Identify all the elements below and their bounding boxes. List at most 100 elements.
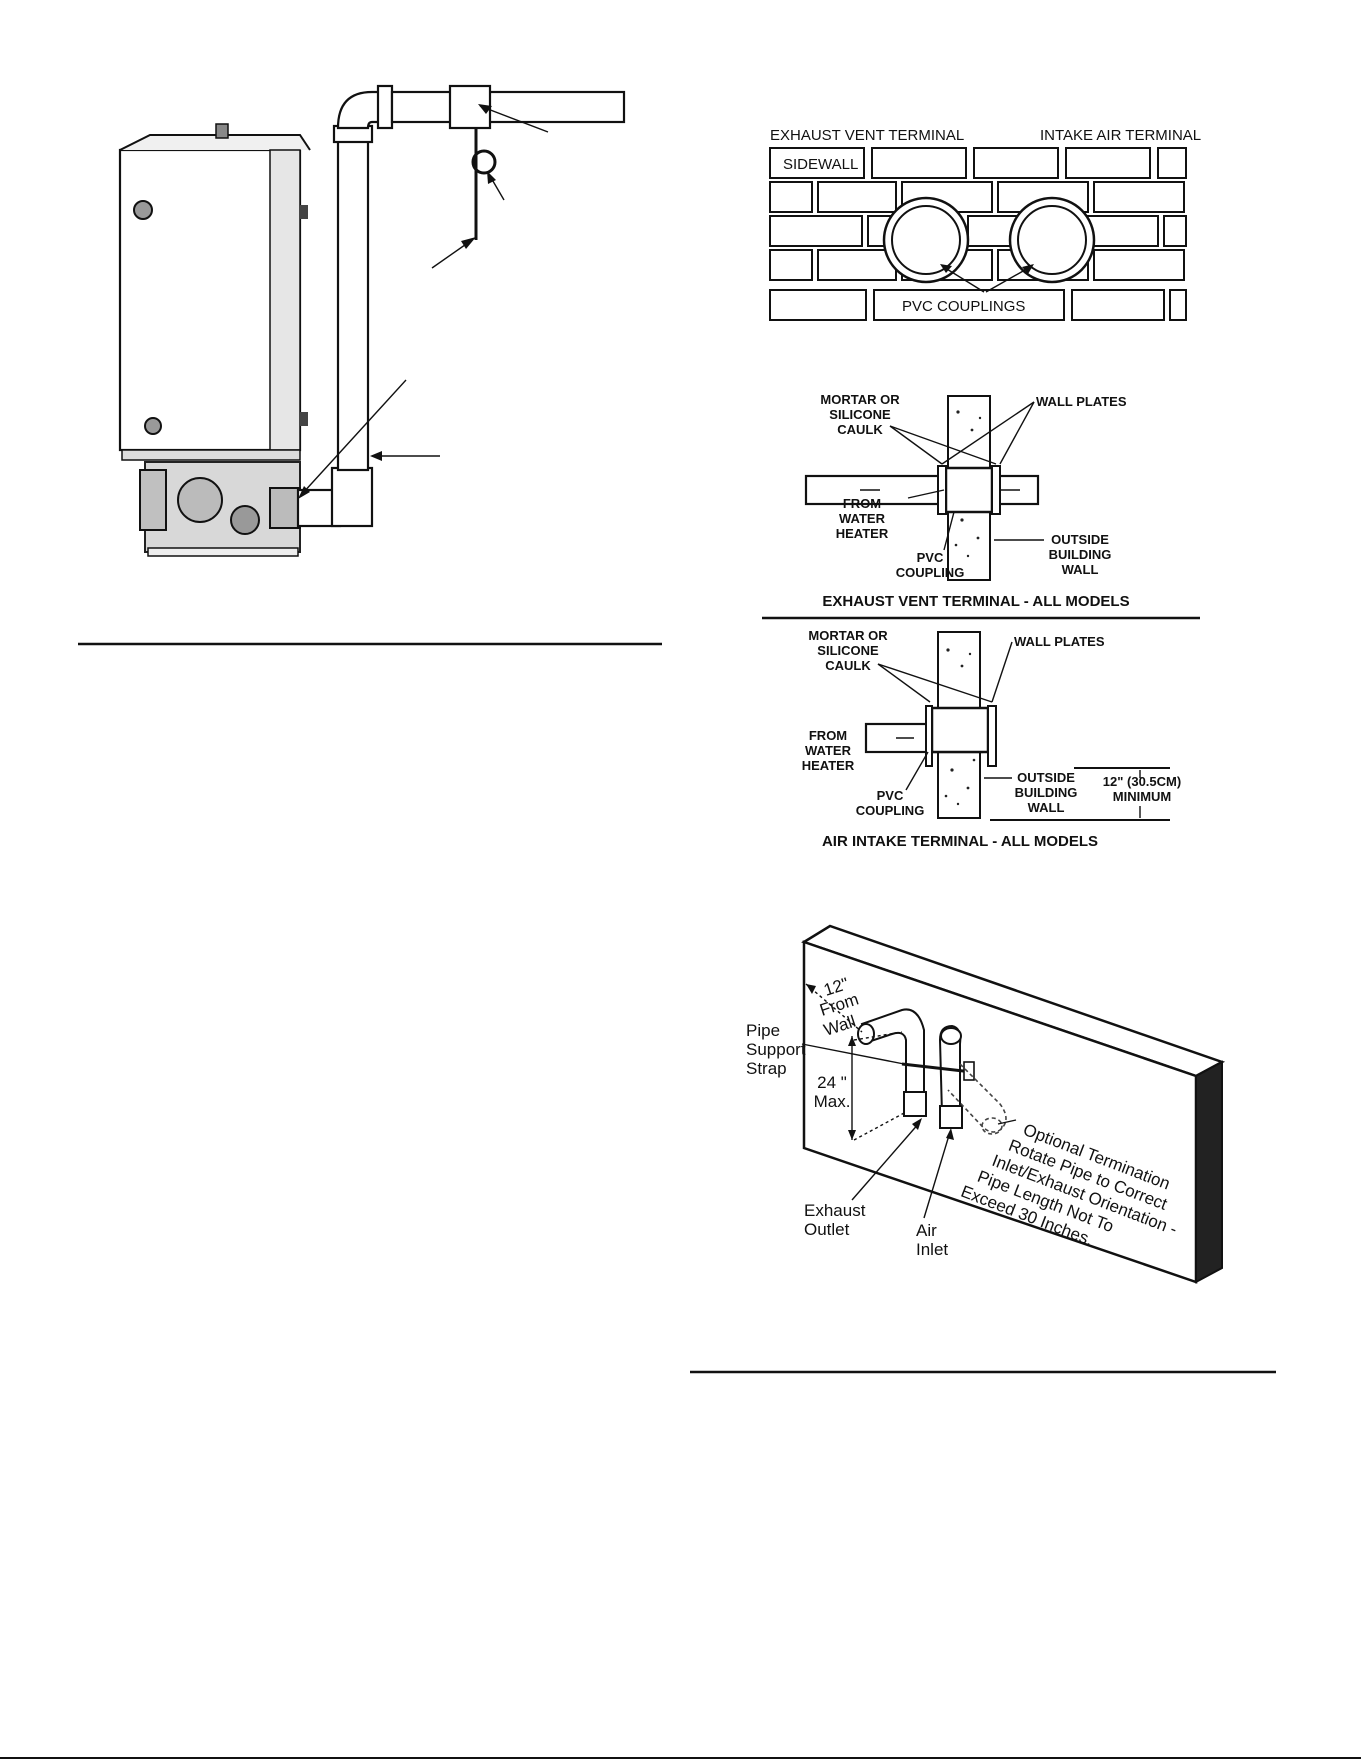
blower-housing <box>177 477 223 523</box>
tank-right-fitting-top <box>300 205 308 219</box>
intake-mortar-label-1: MORTAR OR <box>808 628 888 643</box>
exhaust-from-heater-3: HEATER <box>836 526 889 541</box>
exhaust-plates-callout-b <box>941 401 1035 465</box>
callout-arrow-tube <box>461 237 476 249</box>
exhaust-wall-plates-label: WALL PLATES <box>1036 394 1127 409</box>
exhaust-outside-label-1: OUTSIDE <box>1051 532 1109 547</box>
lower-elbow-body <box>330 466 374 528</box>
from-wall-dimension <box>805 983 863 1033</box>
optional-termination-outline <box>947 1063 1007 1133</box>
max-dimension-top-guide <box>853 1031 903 1041</box>
optional-termination-end <box>981 1117 1003 1135</box>
brick <box>973 147 1059 179</box>
strap-label-3: Strap <box>746 1059 787 1078</box>
brick <box>1157 147 1187 179</box>
callout-arrow-tee <box>478 104 492 114</box>
exhaust-pvc-coupling <box>944 466 994 514</box>
max-label-1: 24 " <box>817 1073 847 1092</box>
exhaust-outside-label-3: WALL <box>1062 562 1099 577</box>
couplings-callout-left <box>941 265 985 293</box>
exhaust-pipe-end <box>857 1023 875 1045</box>
exhaust-mortar-label-2: SILICONE <box>829 407 891 422</box>
tank-upper-fitting <box>133 200 153 220</box>
exhaust-from-heater-1: FROM <box>843 496 881 511</box>
gas-valve <box>230 505 260 535</box>
intake-wall-plates-label: WALL PLATES <box>1014 634 1105 649</box>
intake-outside-label-3: WALL <box>1028 800 1065 815</box>
intake-coupling-inner <box>1017 205 1087 275</box>
air-inlet-wall-flange <box>939 1105 963 1129</box>
from-wall-arrow <box>806 984 816 994</box>
outlet-coupling <box>269 487 301 529</box>
air-inlet-label-2: Inlet <box>916 1240 948 1259</box>
tank-top-fitting <box>215 123 229 139</box>
exhaust-wall-flange <box>903 1091 927 1117</box>
exhaust-mortar-label-1: MORTAR OR <box>820 392 900 407</box>
intake-from-heater-2: WATER <box>805 743 852 758</box>
callout-line-coupling <box>301 379 407 495</box>
exhaust-from-heater-2: WATER <box>839 511 886 526</box>
tank-right-fitting-bottom <box>300 412 308 426</box>
exhaust-mortar-callout-a <box>889 425 943 465</box>
exhaust-outlet-label-2: Outlet <box>804 1220 850 1239</box>
wall-termination-figure: 12" From Wall Pipe Support Strap 24 " Ma… <box>746 924 1226 1284</box>
couplings-callout-right <box>985 265 1033 293</box>
exhaust-outlet-arrow <box>912 1118 922 1130</box>
brick <box>769 249 813 281</box>
brick <box>769 147 865 179</box>
exhaust-wall-plate-right <box>991 465 1001 515</box>
tank-lower-fitting <box>144 417 162 435</box>
strap-label-1: Pipe <box>746 1021 780 1040</box>
strap-label-2: Support <box>746 1040 806 1059</box>
intake-air-terminal-label: INTAKE AIR TERMINAL <box>1040 127 1201 144</box>
drain-valve <box>139 469 167 531</box>
brick <box>1163 215 1187 247</box>
exhaust-outside-label-2: BUILDING <box>1049 547 1112 562</box>
intake-mortar-label-3: CAULK <box>825 658 871 673</box>
upper-elbow-coupling <box>376 84 394 130</box>
brick <box>769 181 813 213</box>
intake-outside-label-2: BUILDING <box>1015 785 1078 800</box>
wall-side-edge <box>1195 1060 1223 1284</box>
condensate-trap-loop <box>471 149 497 175</box>
tank-base <box>121 449 301 461</box>
callout-arrow-trap <box>487 171 496 184</box>
pvc-couplings-label: PVC COUPLINGS <box>902 298 1025 315</box>
brick <box>1169 289 1187 321</box>
brick <box>1093 181 1185 213</box>
vent-pipe-vertical <box>336 128 370 472</box>
couplings-arrow-left <box>940 264 952 273</box>
pipe-support-strap <box>901 1062 973 1074</box>
intake-coupling-callout <box>905 751 929 791</box>
brick <box>817 249 897 281</box>
couplings-arrow-right <box>1022 264 1034 274</box>
intake-plates-callout <box>991 641 1013 703</box>
brick <box>769 289 867 321</box>
intake-pvc-coupling <box>930 706 990 754</box>
exhaust-mortar-label-3: CAULK <box>837 422 883 437</box>
exhaust-mortar-callout-b <box>889 425 997 465</box>
vent-pipe-horizontal-upper <box>390 90 626 124</box>
exhaust-detail-caption: EXHAUST VENT TERMINAL - ALL MODELS <box>822 593 1129 610</box>
intake-from-heater-3: HEATER <box>802 758 855 773</box>
brick <box>1065 147 1151 179</box>
intake-mortar-label-2: SILICONE <box>817 643 879 658</box>
strap-callout-line <box>801 1043 905 1065</box>
intake-outside-label-1: OUTSIDE <box>1017 770 1075 785</box>
callout-line-tee <box>479 105 549 133</box>
intake-mortar-callout-a <box>877 663 931 703</box>
exhaust-vent-terminal-label: EXHAUST VENT TERMINAL <box>770 127 964 144</box>
exhaust-coupling-label-2: COUPLING <box>896 565 965 580</box>
exhaust-outlet-callout <box>851 1121 921 1201</box>
air-inlet-arrow <box>946 1128 954 1140</box>
exhaust-coupling-callout <box>943 511 955 551</box>
intake-minimum-label-2: MINIMUM <box>1113 789 1172 804</box>
max-arrow-bottom <box>848 1130 856 1140</box>
exhaust-coupling-label-1: PVC <box>917 550 944 565</box>
max-label-2: Max. <box>814 1092 851 1111</box>
exhaust-outlet-label-1: Exhaust <box>804 1201 866 1220</box>
tank-side-panel <box>269 149 301 451</box>
intake-mortar-callout-b <box>877 663 993 703</box>
brick <box>873 289 1065 321</box>
air-inlet-label-1: Air <box>916 1221 937 1240</box>
